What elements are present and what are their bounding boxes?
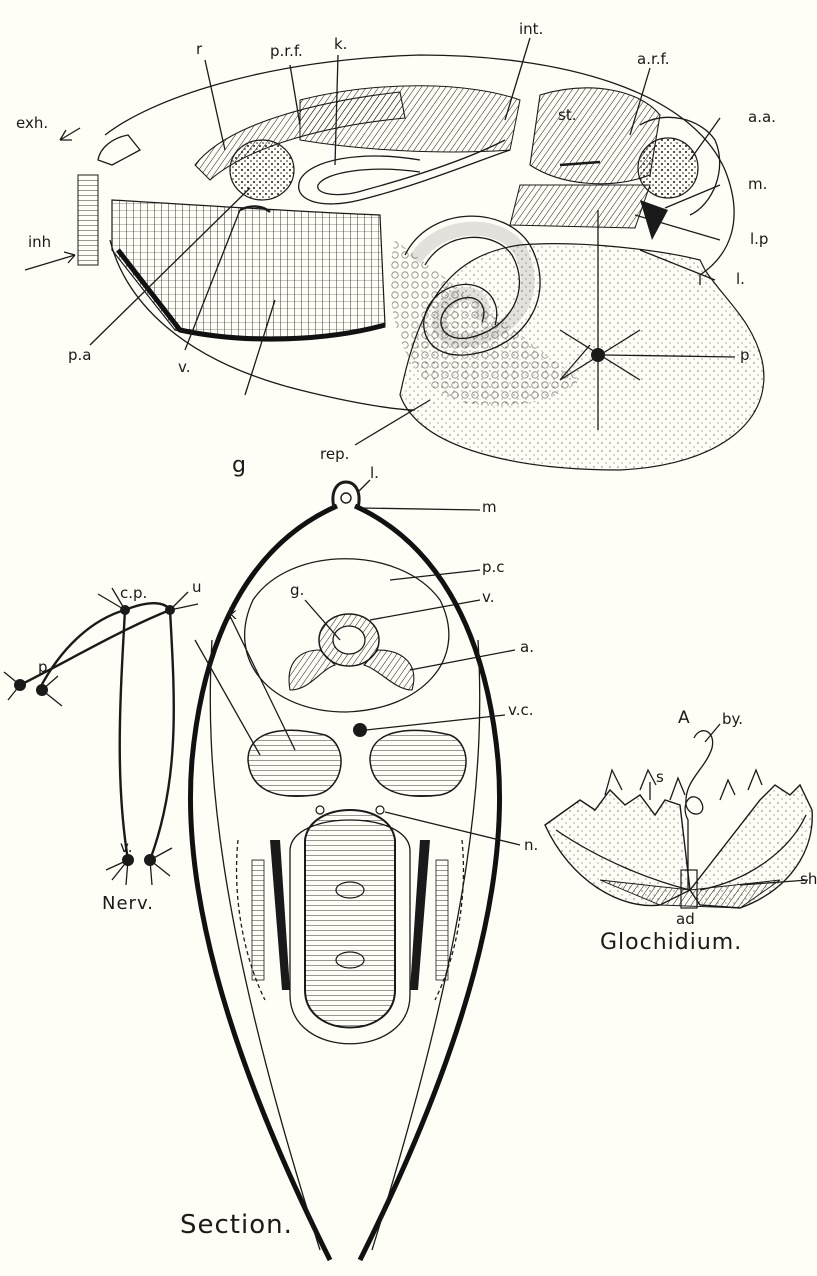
label-gill: g xyxy=(232,455,246,477)
label-liver: l. xyxy=(736,272,745,287)
glochidium-label-adductor: ad xyxy=(676,912,695,927)
label-kidney: k. xyxy=(334,37,347,52)
label-anterior-retractor: a.r.f. xyxy=(637,52,669,67)
label-rectum: r xyxy=(196,42,202,57)
nerve-label-cerebropleural: c.p. xyxy=(120,586,147,601)
caption-nerv: Nerv. xyxy=(102,895,154,913)
visceral-connective xyxy=(353,723,367,737)
section-diagram xyxy=(190,480,520,1260)
section-label-pericardial-cavity: p.c xyxy=(482,560,505,575)
section-label-mantle: m xyxy=(482,500,497,515)
posterior-adductor xyxy=(230,140,294,200)
label-pedal-ganglion: p xyxy=(740,348,750,363)
section-label-visceral-connective: v.c. xyxy=(508,703,534,718)
glochidium-label-shell: sh xyxy=(800,872,817,887)
section-label-nephridiopore: n. xyxy=(524,838,538,853)
label-intestine: int. xyxy=(519,22,543,37)
nerve-label-visceral: v. xyxy=(120,840,132,855)
gill xyxy=(112,200,385,339)
intestine xyxy=(299,150,510,204)
glochidium-label-byssus: by. xyxy=(722,712,743,727)
section-label-ligament: l. xyxy=(370,466,379,481)
glochidium-diagram xyxy=(545,724,812,908)
section-label-ventricle: v. xyxy=(482,590,494,605)
glochidium-label-hook: s xyxy=(656,770,664,785)
label-posterior-adductor: p.a xyxy=(68,348,91,363)
caption-glochidium: Glochidium. xyxy=(600,932,742,954)
label-exhalant: exh. xyxy=(16,116,48,131)
section-label-kidney: k xyxy=(228,607,237,622)
rectum-section xyxy=(333,626,365,654)
section-label-gut: g. xyxy=(290,583,304,598)
nerve-diagram xyxy=(4,588,198,885)
section-label-auricle: a. xyxy=(520,640,534,655)
label-mouth: m. xyxy=(748,177,767,192)
nerve-label-pedal: p. xyxy=(38,660,52,675)
glochidium-label-A: A xyxy=(678,710,690,727)
kidney-left xyxy=(248,730,341,796)
labial-palp xyxy=(510,185,650,228)
label-anterior-adductor: a.a. xyxy=(748,110,776,125)
label-labial-palp: l.p xyxy=(750,232,768,247)
label-inhalant: inh xyxy=(28,235,51,250)
ligament xyxy=(333,482,359,508)
visceral-mass xyxy=(305,810,395,1028)
label-reproductive: rep. xyxy=(320,447,349,462)
label-ventricle: v. xyxy=(178,360,190,375)
inhalant-siphon-fringe xyxy=(78,175,98,265)
label-stomach: st. xyxy=(558,108,576,123)
caption-section: Section. xyxy=(180,1212,293,1238)
label-posterior-retractor: p.r.f. xyxy=(270,44,303,59)
mussel-diagram xyxy=(25,38,764,470)
section-label-u: u xyxy=(192,580,202,595)
kidney-right xyxy=(370,730,466,796)
